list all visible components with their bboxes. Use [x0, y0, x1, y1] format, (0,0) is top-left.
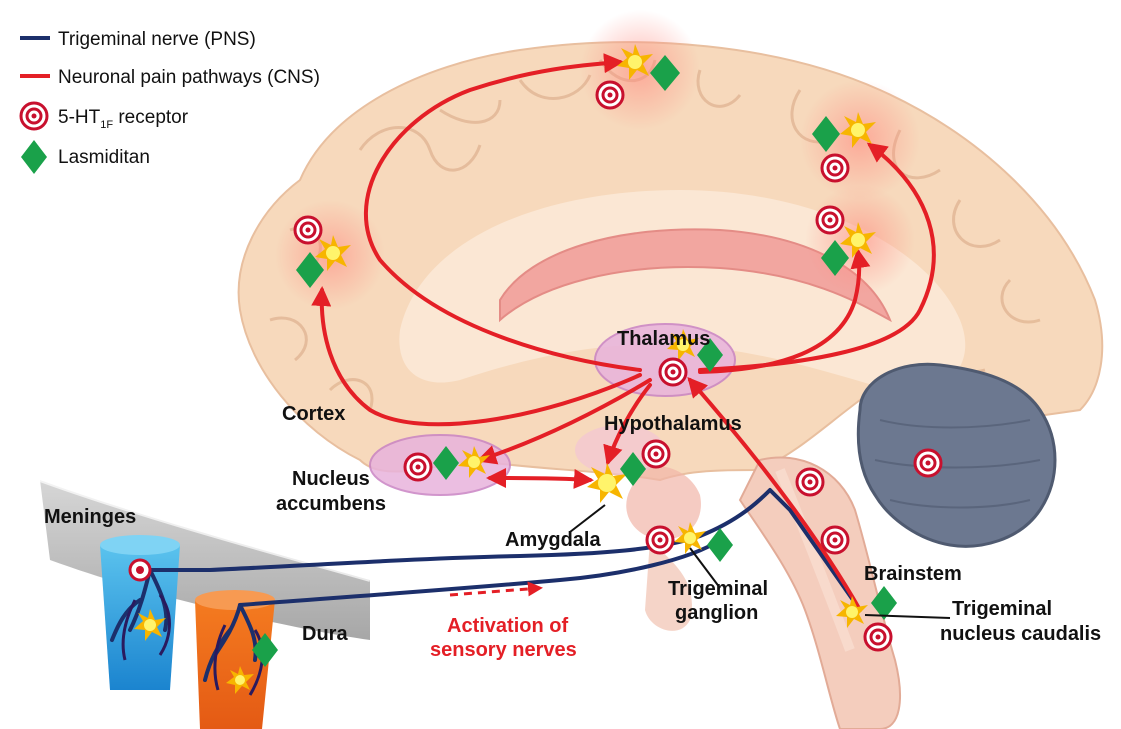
receptor-icon: [660, 359, 686, 385]
receptor-icon: [597, 82, 623, 108]
label-amygdala: Amygdala: [505, 529, 601, 551]
label-activation-line2: sensory nerves: [430, 639, 577, 661]
label-nucleus-line1: Nucleus: [292, 468, 370, 490]
legend: Trigeminal nerve (PNS) Neuronal pain pat…: [20, 29, 320, 174]
label-trigeminal-ganglion-line2: ganglion: [675, 602, 758, 624]
label-thalamus: Thalamus: [617, 328, 710, 350]
label-brainstem: Brainstem: [864, 563, 962, 585]
legend-lasmiditan: Lasmiditan: [58, 147, 150, 168]
receptor-icon: [822, 527, 848, 553]
label-hypothalamus: Hypothalamus: [604, 413, 742, 435]
label-tnc-line2: nucleus caudalis: [940, 623, 1101, 645]
label-activation-line1: Activation of: [447, 615, 568, 637]
legend-trigeminal-nerve: Trigeminal nerve (PNS): [58, 29, 256, 50]
legend-lasmiditan-icon: [21, 140, 47, 174]
receptor-icon: [817, 207, 843, 233]
receptor-icon: [865, 624, 891, 650]
receptor-icon: [405, 454, 431, 480]
label-cortex: Cortex: [282, 403, 345, 425]
receptor-icon: [915, 450, 941, 476]
label-meninges: Meninges: [44, 506, 136, 528]
label-nucleus-line2: accumbens: [276, 493, 386, 515]
receptor-icon: [130, 560, 150, 580]
legend-receptor: 5-HT1F receptor: [58, 107, 189, 131]
label-trigeminal-ganglion-line1: Trigeminal: [668, 578, 768, 600]
label-tnc-line1: Trigeminal: [952, 598, 1052, 620]
label-dura: Dura: [302, 623, 348, 645]
receptor-icon: [822, 155, 848, 181]
receptor-icon: [643, 441, 669, 467]
legend-pain-pathways: Neuronal pain pathways (CNS): [58, 67, 320, 88]
legend-receptor-icon: [21, 103, 47, 129]
receptor-icon: [647, 527, 673, 553]
receptor-icon: [295, 217, 321, 243]
receptor-icon: [797, 469, 823, 495]
